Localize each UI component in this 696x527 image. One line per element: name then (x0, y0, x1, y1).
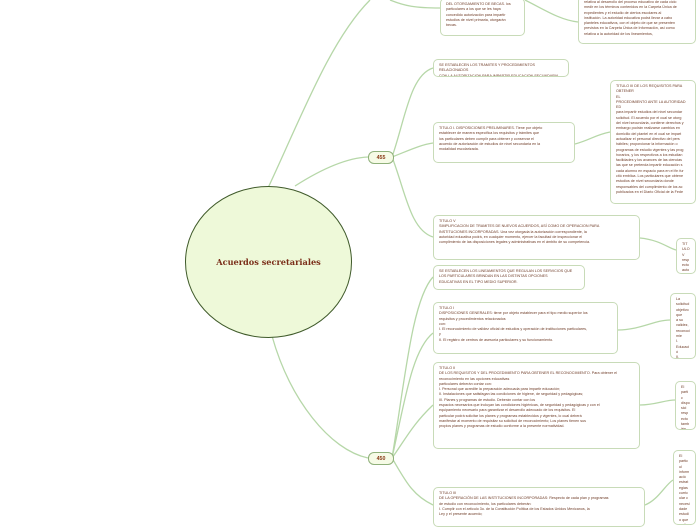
connector-title1-right (574, 131, 611, 145)
topic-450-heading[interactable]: SE ESTABLECEN LOS LINEAMIENTOS QUE REGUL… (433, 265, 585, 290)
central-topic[interactable]: Acuerdos secretariales (185, 186, 352, 338)
topic-450-titulo-1[interactable]: TITULO I DISPOSICIONES GENERALES: tiene … (433, 302, 618, 354)
topic-455-titulo-5[interactable]: TITULO V SIMPLIFICACION DE TRAMITES DE N… (433, 215, 640, 260)
connector-450-title1 (391, 332, 434, 459)
topic-autoridad-educativa[interactable]: relativa al desarrollo del proceso educa… (578, 0, 696, 44)
connector-root-455 (294, 156, 369, 187)
branch-node-450[interactable]: 450 (368, 452, 394, 465)
connector-455-head (391, 67, 434, 158)
connector-title3-right3 (644, 479, 674, 506)
topic-455-titulo-5-detail[interactable]: TITULO V respecto autorizac solicitu (676, 238, 696, 274)
topic-450-titulo-3[interactable]: TITULO III DE LA OPERACIÓN DE LAS INSTIT… (433, 487, 645, 527)
connector-root-450 (271, 335, 369, 459)
connector-450-title2 (391, 404, 434, 459)
topic-450-titulo-1-detail[interactable]: La solicitud objetivo que a su validez, … (670, 293, 696, 359)
topic-becas[interactable]: DEL OTORGAMIENTO DE BECAS. los particula… (440, 0, 525, 36)
topic-455-titulo-3[interactable]: TITULO III DE LOS REQUISITOS PARA OBTENE… (610, 80, 696, 204)
topic-450-titulo-2[interactable]: TITULO II DE LOS REQUISITOS Y DEL PROCED… (433, 362, 640, 449)
central-topic-label: Acuerdos secretariales (216, 257, 321, 267)
connector-450-head (391, 276, 434, 459)
connector-455-title1 (391, 142, 434, 158)
connector-top-card (389, 0, 441, 9)
topic-455-titulo-1[interactable]: TITULO I. DISPOSICIONES PRELIMINARES. Ti… (433, 122, 575, 163)
connector-title1-right1 (617, 319, 671, 331)
connector-top-right (524, 0, 579, 23)
topic-450-titulo-3-detail[interactable]: El particul informació estrategias curri… (673, 450, 696, 525)
topic-455-heading[interactable]: SE ESTABLECEN LOS TRAMITES Y PROCEDIMIEN… (433, 59, 569, 77)
branch-node-label: 455 (376, 154, 386, 161)
connector-455-title5 (391, 156, 434, 238)
connector-title5-right (639, 237, 677, 251)
branch-node-455[interactable]: 455 (368, 151, 394, 164)
connector-title2-right2 (639, 399, 676, 406)
connector-root-top (267, 0, 371, 189)
topic-450-titulo-2-detail[interactable]: El partic disposici respecto también act… (675, 381, 696, 430)
branch-node-label: 450 (376, 455, 386, 462)
connector-450-title3 (391, 457, 434, 506)
